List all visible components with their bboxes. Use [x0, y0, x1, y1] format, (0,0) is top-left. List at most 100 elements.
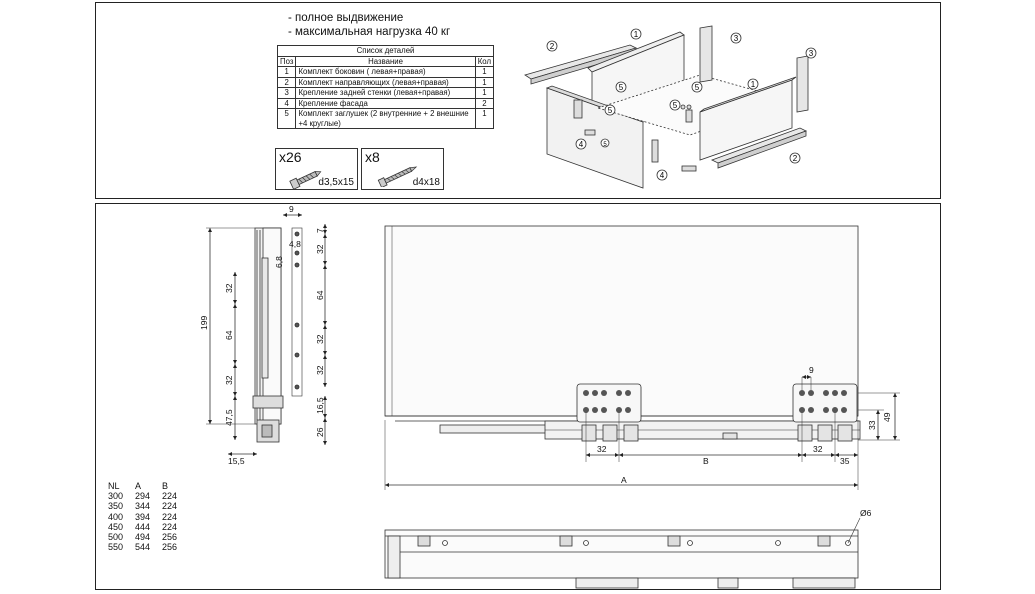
svg-text:5: 5 [695, 83, 700, 92]
parts-qty: 1 [474, 108, 495, 129]
dim-label: 64 [224, 330, 234, 340]
size-table-header: NL A B [108, 481, 189, 491]
size-table-row: 450 444 224 [108, 522, 189, 532]
dim-label: 35 [840, 456, 850, 466]
dim-label: 9 [289, 204, 294, 214]
svg-text:1: 1 [751, 80, 756, 89]
hardware-box-screw-small: x26 d3,5x15 [275, 148, 358, 190]
parts-row: 5 Комплект заглушек (2 внутренние + 2 вн… [276, 108, 495, 129]
dim-label: 9 [809, 365, 814, 375]
side-profile-labels: 9 4,8 6,8 199 32 64 32 47,5 7 32 64 32 3… [199, 204, 325, 466]
dim-label: 26 [315, 427, 325, 437]
dim-label: 199 [199, 316, 209, 330]
size-cell: 256 [162, 532, 178, 543]
parts-table: Список деталей Поз Название Кол 1 Компле… [276, 45, 495, 129]
size-cell: 394 [135, 511, 151, 522]
svg-text:4: 4 [579, 140, 584, 149]
dim-label: 32 [813, 444, 823, 454]
dim-label: 32 [315, 334, 325, 344]
callout: 5 [615, 81, 627, 93]
callout: 5 [691, 81, 703, 93]
callout: 5 [600, 138, 610, 148]
svg-text:1: 1 [634, 30, 639, 39]
drawer-elevation [384, 225, 900, 490]
dim-label: A [621, 475, 627, 485]
dimension-panel [95, 203, 941, 590]
callout: 3 [730, 32, 742, 44]
feature-full-extension: - полное выдвижение [288, 12, 404, 24]
svg-text:3: 3 [809, 49, 814, 58]
size-header-a: A [135, 481, 142, 491]
size-cell: 494 [135, 532, 151, 543]
size-cell: 400 [108, 511, 124, 522]
dim-label: 64 [315, 290, 325, 300]
hardware-count: x26 [279, 149, 302, 165]
exploded-assembly [524, 25, 809, 189]
svg-text:5: 5 [608, 106, 613, 115]
dim-label: 4,8 [289, 239, 301, 249]
hardware-box-screw-large: x8 d4x18 [361, 148, 444, 190]
size-cell: 224 [162, 491, 178, 502]
side-profile [206, 213, 327, 456]
svg-text:5: 5 [619, 83, 624, 92]
screw-icon [377, 166, 418, 187]
parts-name: Комплект заглушек (2 внутренние + 2 внеш… [295, 108, 476, 129]
hardware-size: d4x18 [412, 177, 440, 188]
dim-label: 32 [224, 283, 234, 293]
svg-text:5: 5 [603, 142, 607, 148]
callout: 4 [656, 169, 668, 181]
size-table-row: 500 494 256 [108, 532, 189, 542]
dim-label: 33 [867, 420, 877, 430]
size-header-nl: NL [108, 481, 120, 491]
screw-icon [289, 171, 322, 189]
size-cell: 256 [162, 542, 178, 553]
size-cell: 500 [108, 532, 124, 543]
size-cell: 300 [108, 491, 124, 502]
bracket-holes-left [583, 390, 631, 413]
dim-label: 47,5 [224, 409, 234, 426]
dim-label: 32 [315, 365, 325, 375]
svg-text:2: 2 [550, 42, 555, 51]
dim-label: 16,5 [315, 397, 325, 414]
size-table-row: 300 294 224 [108, 491, 189, 501]
assembly-callouts: 2 1 3 3 5 5 1 5 5 4 5 4 2 [546, 28, 817, 181]
hardware-size: d3,5x15 [318, 177, 354, 188]
bracket-holes-right [799, 390, 847, 413]
svg-text:5: 5 [673, 101, 678, 110]
callout: 5 [604, 104, 616, 116]
size-cell: 450 [108, 521, 124, 532]
size-header-b: B [162, 481, 169, 491]
assembly-panel [95, 2, 941, 199]
hole-diameter-label: Ø6 [860, 508, 872, 518]
hardware-count: x8 [365, 149, 380, 165]
size-cell: 350 [108, 501, 124, 512]
size-cell: 550 [108, 542, 124, 553]
size-cell: 224 [162, 511, 178, 522]
size-table-row: 400 394 224 [108, 512, 189, 522]
callout: 5 [669, 99, 681, 111]
size-cell: 544 [135, 542, 151, 553]
dim-label: 49 [882, 412, 892, 422]
svg-text:2: 2 [793, 154, 798, 163]
callout: 1 [747, 78, 759, 90]
size-cell: 444 [135, 521, 151, 532]
size-table-row: 550 544 256 [108, 542, 189, 552]
dim-label: 7 [315, 228, 325, 233]
svg-text:3: 3 [734, 34, 739, 43]
dim-label: 32 [315, 244, 325, 254]
callout: 4 [575, 138, 587, 150]
dim-label: 32 [224, 375, 234, 385]
callout: 3 [805, 47, 817, 59]
dim-label: 32 [597, 444, 607, 454]
size-cell: 224 [162, 521, 178, 532]
parts-pos: 5 [276, 108, 297, 129]
callout: 2 [789, 152, 801, 164]
size-table: NL A B 300 294 224 350 344 224 400 394 2… [108, 481, 189, 552]
callout: 2 [546, 40, 558, 52]
feature-max-load: - максимальная нагрузка 40 кг [288, 26, 451, 38]
dim-label: 6,8 [274, 256, 284, 268]
dim-label: 15,5 [228, 456, 245, 466]
size-cell: 294 [135, 491, 151, 502]
rail-plan-view [384, 517, 861, 589]
